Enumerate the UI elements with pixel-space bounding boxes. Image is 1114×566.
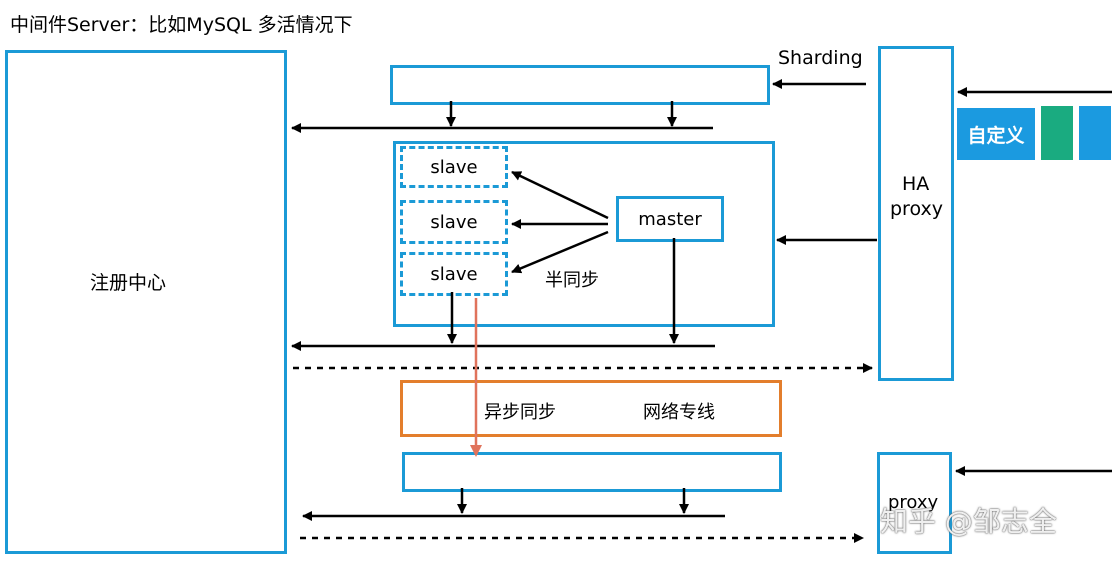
- ha-proxy-label-line2: proxy: [890, 198, 943, 220]
- arrow-master-to-slave-3: [511, 230, 609, 274]
- proxy-bottom-label: proxy: [888, 492, 939, 513]
- diagram-title: 中间件Server：比如MySQL 多活情况下: [10, 14, 353, 36]
- slave-label-3: slave: [430, 263, 478, 285]
- network-link-box: [400, 380, 782, 437]
- bottom-cluster-box: [402, 452, 782, 492]
- arrow-master-to-slave-1: [511, 170, 609, 220]
- slave-label-1: slave: [430, 156, 478, 178]
- custom-block: 自定义: [957, 108, 1035, 160]
- ha-proxy-box: [878, 46, 954, 381]
- master-box: master: [616, 196, 724, 242]
- network-line-label: 网络专线: [643, 402, 715, 423]
- proxy-bottom-box: [877, 452, 952, 554]
- slave-label-2: slave: [430, 211, 478, 233]
- async-sync-label: 异步同步: [484, 402, 556, 423]
- sharding-label: Sharding: [778, 47, 863, 69]
- slave-box-1: slave: [400, 146, 508, 188]
- watermark: 知乎 @邹志全: [880, 505, 1057, 538]
- ha-proxy-label-line1: HA: [902, 173, 930, 195]
- sharding-box: [390, 65, 770, 105]
- custom-blue-block: [1079, 106, 1111, 160]
- custom-label: 自定义: [967, 124, 1025, 147]
- semi-sync-label: 半同步: [545, 270, 599, 291]
- slave-box-3: slave: [400, 252, 508, 296]
- custom-green-block: [1041, 106, 1073, 160]
- slave-box-2: slave: [400, 200, 508, 244]
- registry-box: [5, 50, 287, 554]
- registry-label: 注册中心: [90, 272, 167, 294]
- master-label: master: [638, 208, 702, 230]
